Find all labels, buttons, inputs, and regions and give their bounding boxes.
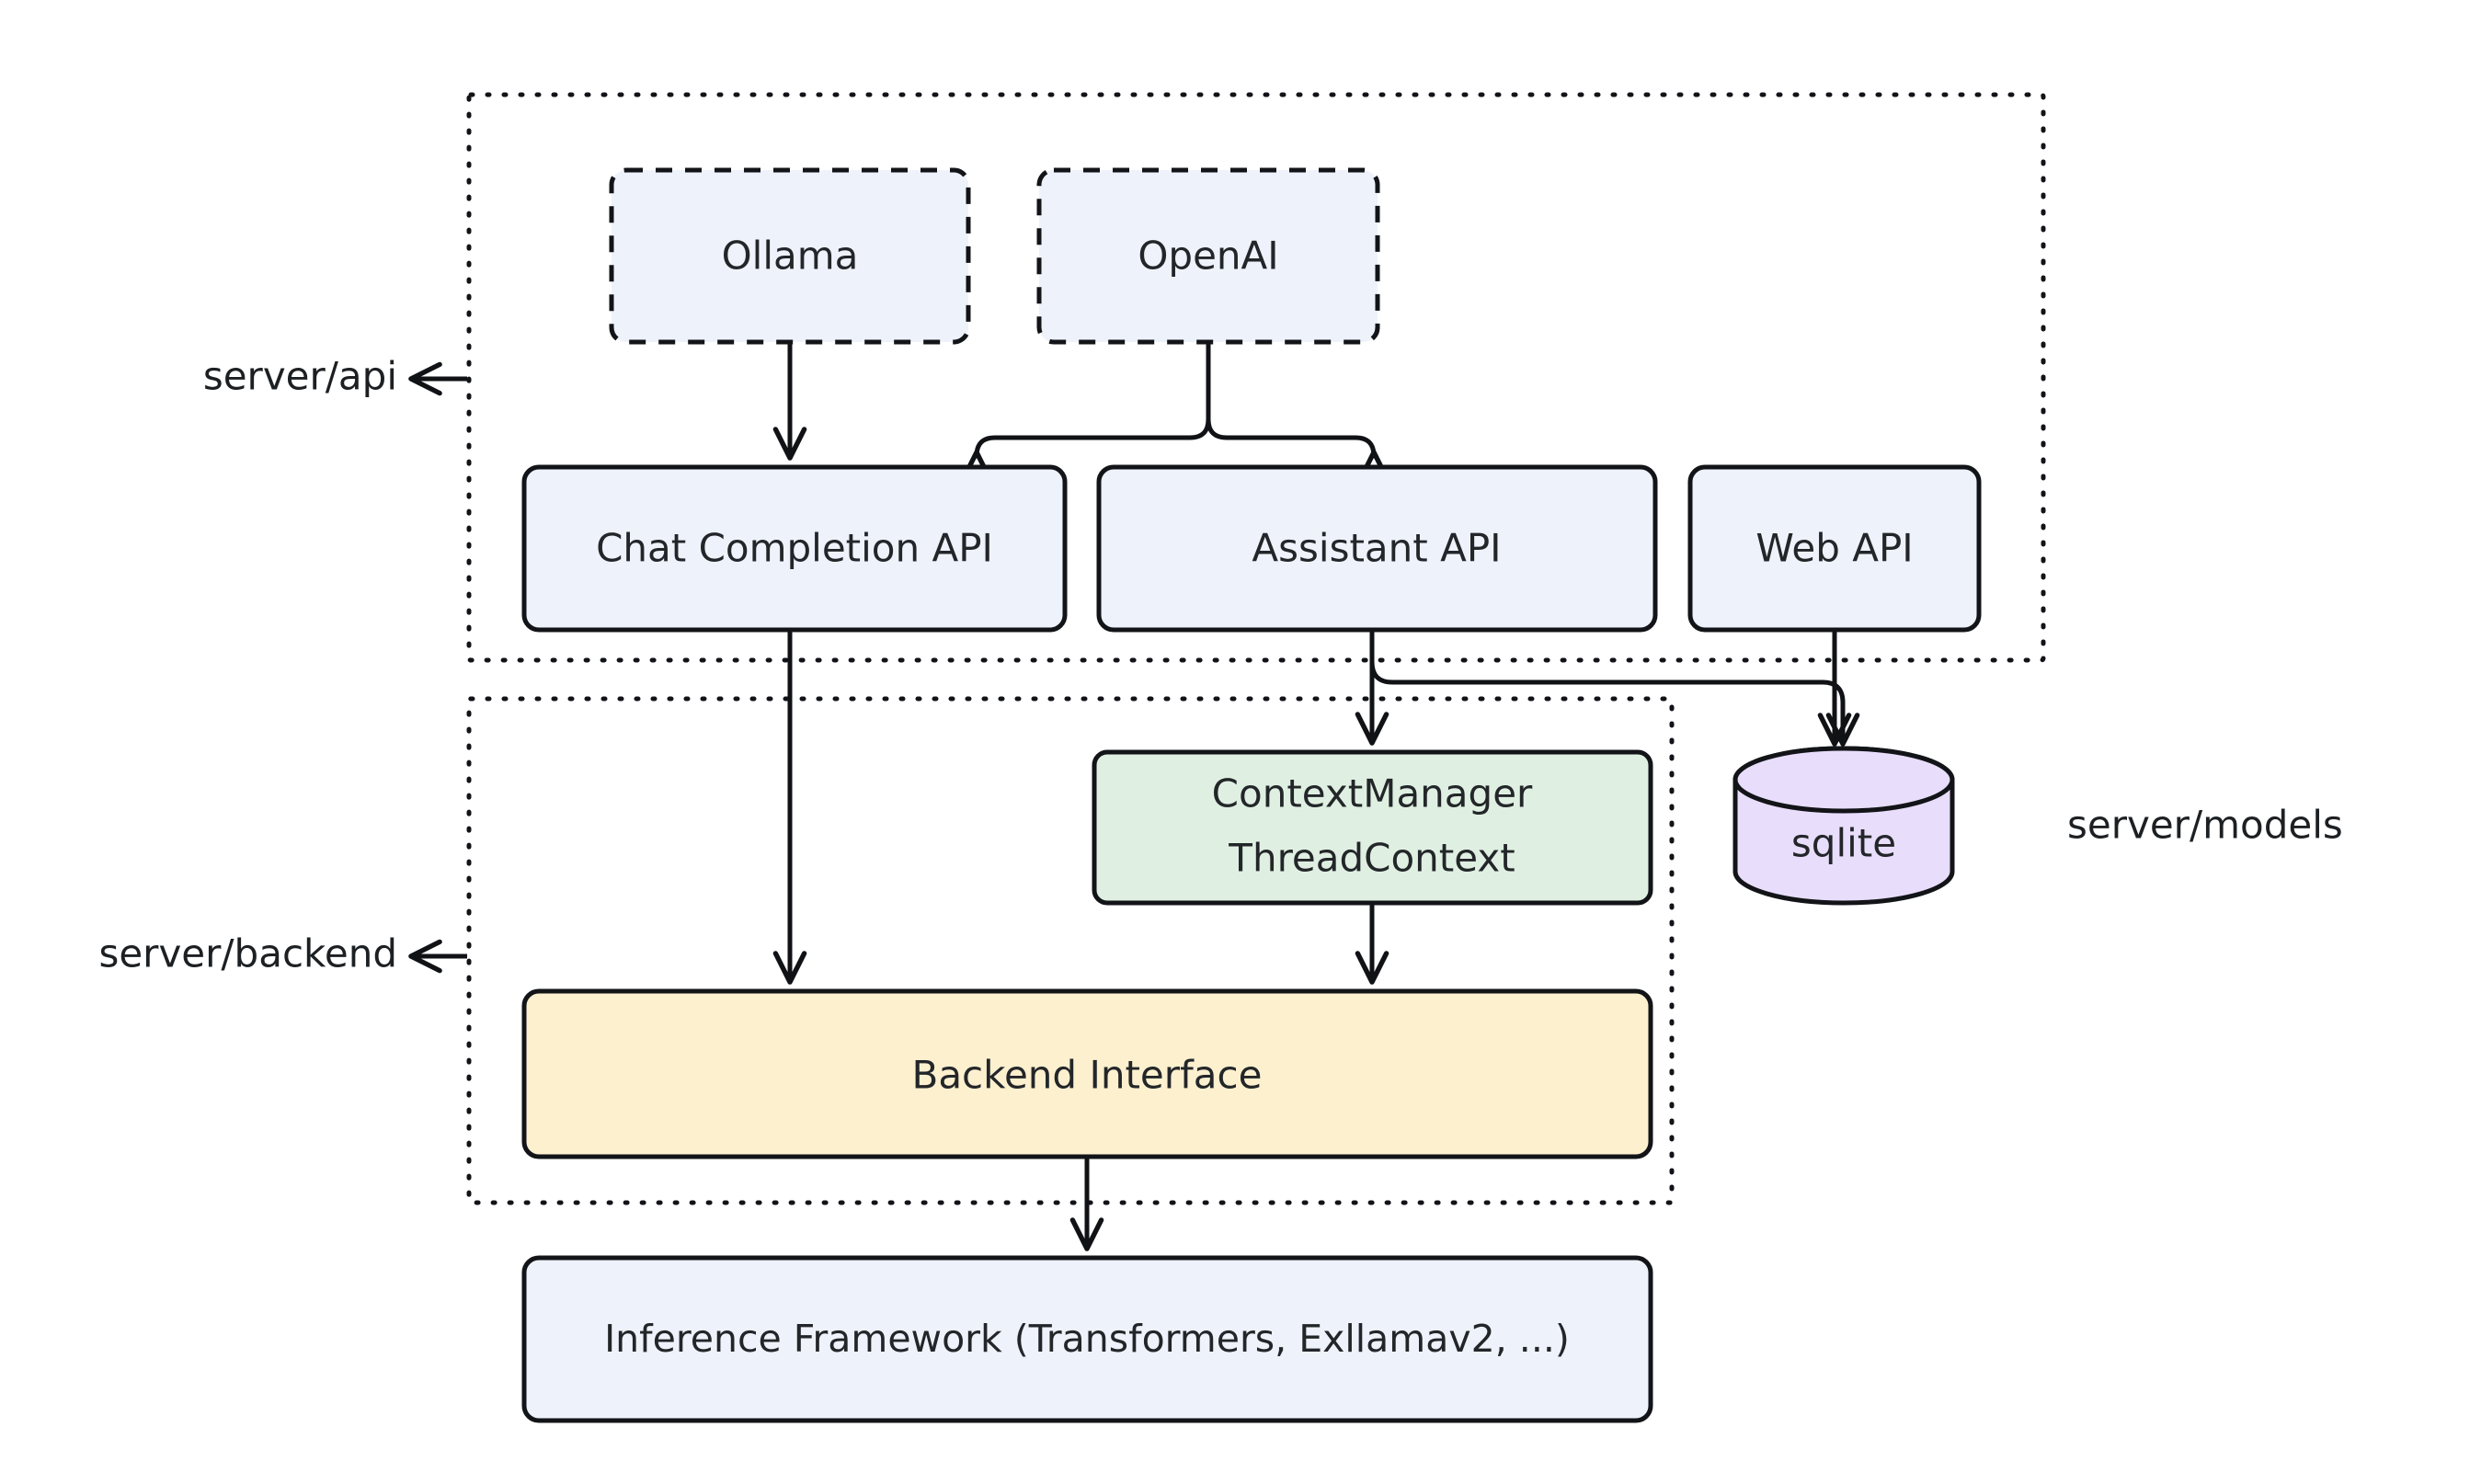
group-label-server-api: server/api bbox=[203, 354, 397, 399]
node-web-api[interactable]: Web API bbox=[1687, 464, 1982, 633]
node-ollama-label: Ollama bbox=[722, 234, 859, 279]
node-backend-interface[interactable]: Backend Interface bbox=[521, 988, 1653, 1159]
node-openai-label: OpenAI bbox=[1138, 234, 1278, 279]
node-chat-completion-api-label: Chat Completion API bbox=[596, 526, 993, 571]
node-assistant-api[interactable]: Assistant API bbox=[1096, 464, 1658, 633]
edge-openai-to-assistant-api bbox=[1206, 342, 1391, 484]
node-sqlite-top bbox=[1732, 746, 1955, 814]
node-context-manager[interactable]: ContextManager ThreadContext bbox=[1092, 749, 1653, 906]
node-web-api-label: Web API bbox=[1755, 526, 1913, 571]
node-context-manager-label-line1: ContextManager bbox=[1212, 771, 1533, 816]
node-assistant-api-label: Assistant API bbox=[1252, 526, 1501, 571]
node-openai-shape bbox=[1036, 167, 1380, 345]
node-ollama[interactable]: Ollama bbox=[609, 167, 971, 345]
node-backend-interface-shape bbox=[521, 988, 1653, 1159]
group-label-server-models: server/models bbox=[2067, 803, 2343, 848]
edge-assistant-api-to-sqlite bbox=[1369, 630, 1860, 747]
node-inference-framework[interactable]: Inference Framework (Transformers, Exlla… bbox=[521, 1255, 1653, 1423]
node-sqlite-label: sqlite bbox=[1791, 821, 1896, 866]
node-context-manager-shape bbox=[1092, 749, 1653, 906]
node-backend-interface-label: Backend Interface bbox=[912, 1053, 1263, 1098]
node-chat-completion-api[interactable]: Chat Completion API bbox=[521, 464, 1068, 633]
node-sqlite[interactable]: sqlite bbox=[1732, 746, 1955, 906]
node-inference-framework-label: Inference Framework (Transformers, Exlla… bbox=[604, 1317, 1570, 1361]
node-openai[interactable]: OpenAI bbox=[1036, 167, 1380, 345]
node-context-manager-label-line2: ThreadContext bbox=[1228, 836, 1515, 881]
node-web-api-shape bbox=[1687, 464, 1982, 633]
node-inference-framework-shape bbox=[521, 1255, 1653, 1423]
group-container-server-backend bbox=[466, 696, 1675, 1205]
node-assistant-api-shape bbox=[1096, 464, 1658, 633]
node-chat-completion-api-shape bbox=[521, 464, 1068, 633]
group-container-server-api bbox=[466, 92, 2046, 663]
node-ollama-shape bbox=[609, 167, 971, 345]
group-label-server-backend: server/backend bbox=[98, 931, 397, 976]
edge-openai-to-chat-completion-api bbox=[959, 342, 1211, 484]
